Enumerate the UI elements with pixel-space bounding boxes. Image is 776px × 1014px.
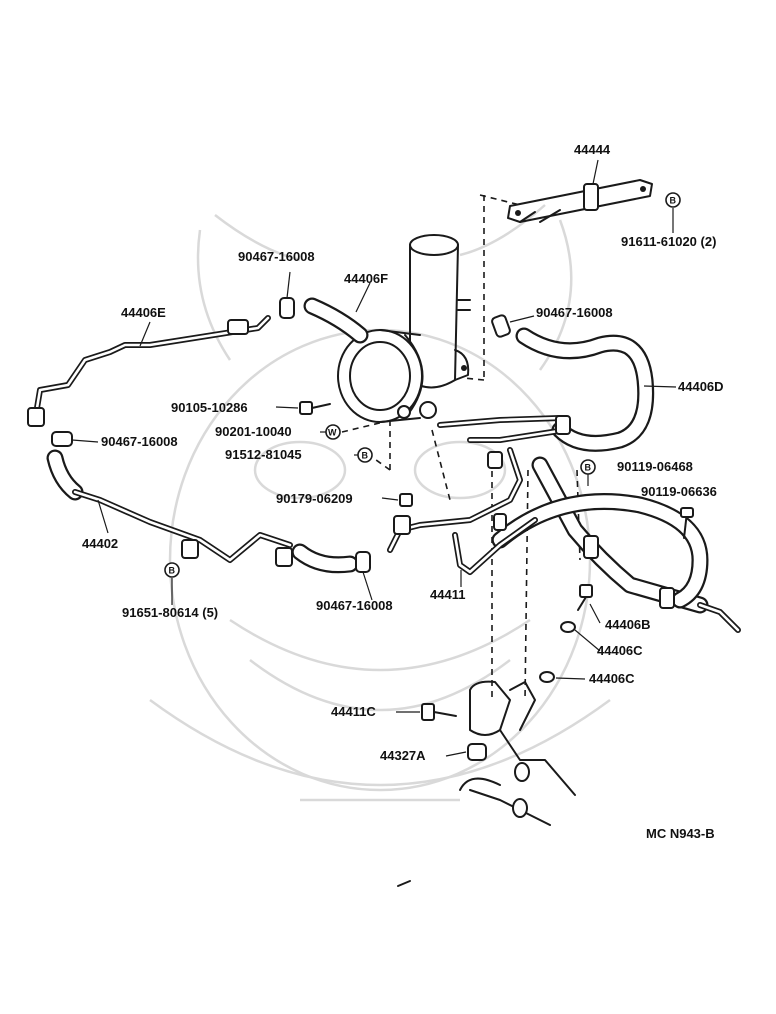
stray-mark — [397, 880, 411, 887]
svg-text:B: B — [362, 451, 369, 461]
reservoir — [409, 234, 471, 389]
label-44406E: 44406E — [121, 305, 166, 320]
bolt-badge-91651: B — [164, 562, 180, 578]
label-44411C: 44411C — [331, 704, 376, 719]
label-44411: 44411 — [430, 587, 466, 602]
label-90119-06636: 90119-06636 — [641, 484, 717, 499]
svg-text:W: W — [328, 428, 337, 438]
watermark-emblem — [149, 204, 611, 802]
label-90119-06468: 90119-06468 — [617, 459, 693, 474]
label-44327A: 44327A — [380, 748, 426, 763]
steering-gear — [459, 680, 576, 826]
bracket-44444 — [507, 159, 653, 223]
label-44444: 44444 — [574, 142, 611, 157]
label-44406C-lower: 44406C — [589, 671, 635, 686]
label-90179-06209: 90179-06209 — [276, 491, 353, 506]
svg-text:B: B — [670, 196, 677, 206]
fasteners — [299, 401, 694, 761]
clamp-top — [279, 297, 295, 319]
label-44406C-upper: 44406C — [597, 643, 643, 658]
label-44406B: 44406B — [605, 617, 651, 632]
diagram-code: MC N943-B — [646, 826, 715, 841]
label-90201-10040: 90201-10040 — [215, 424, 292, 439]
washer-badge-90201: W — [328, 428, 337, 438]
label-91611-61020: 91611-61020 (2) — [621, 234, 717, 249]
clamp-bottom — [355, 551, 371, 573]
clamp-left — [51, 431, 73, 447]
label-90467-16008-bottom: 90467-16008 — [316, 598, 393, 613]
svg-text:B: B — [585, 463, 592, 473]
label-90105-10286: 90105-10286 — [171, 400, 248, 415]
label-90467-16008-left: 90467-16008 — [101, 434, 178, 449]
label-44402: 44402 — [82, 536, 119, 551]
svg-text:B: B — [169, 566, 176, 576]
label-91512-81045: 91512-81045 — [225, 447, 302, 462]
label-44406F: 44406F — [344, 271, 389, 286]
label-leaders — [71, 208, 677, 757]
bolt-badge-91512: B — [357, 447, 373, 463]
label-90467-16008-top: 90467-16008 — [238, 249, 315, 264]
clamp-right — [491, 314, 511, 338]
label-44406D: 44406D — [678, 379, 724, 394]
pump-body — [337, 329, 437, 423]
hoses — [46, 297, 709, 614]
label-90467-16008-right: 90467-16008 — [536, 305, 613, 320]
bolt-badge-90119: B — [580, 459, 596, 475]
bolt-badge-91611: B — [665, 192, 681, 208]
label-91651-80614: 91651-80614 (5) — [122, 605, 219, 620]
